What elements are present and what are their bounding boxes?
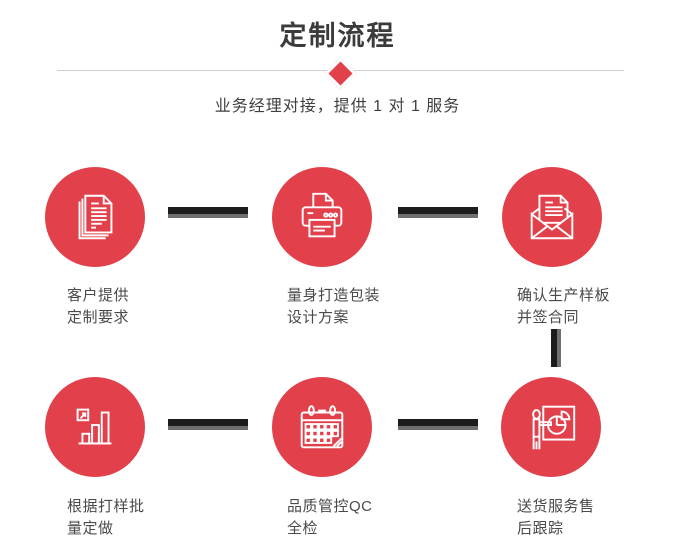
page-title: 定制流程 — [279, 21, 396, 51]
step-label-2-line1: 量身打造包装 — [287, 287, 381, 304]
subtitle: 业务经理对接，提供 1 对 1 服务 — [214, 98, 461, 115]
step-label-5: 品质管控QC 全检 — [287, 496, 373, 540]
connector-step2-step3 — [398, 207, 478, 218]
connector-step3-step6 — [551, 329, 561, 367]
step-label-2: 量身打造包装 设计方案 — [287, 285, 380, 329]
connector-step1-step2 — [168, 207, 248, 218]
step-label-1-line1: 客户提供 — [67, 287, 130, 304]
bar-chart-icon — [66, 398, 124, 456]
envelope-icon — [523, 188, 581, 246]
step-label-6: 送货服务售 后跟踪 — [517, 496, 595, 540]
step-circle-4 — [45, 377, 145, 477]
documents-icon — [66, 188, 124, 246]
step-label-5-line1: 品质管控QC — [287, 498, 373, 515]
step-label-4-line1: 根据打样批 — [67, 498, 145, 515]
step-circle-2 — [272, 167, 372, 267]
step-label-1: 客户提供 定制要求 — [67, 285, 129, 329]
step-label-1-line2: 定制要求 — [67, 309, 130, 326]
connector-step4-step5 — [168, 419, 248, 430]
calendar-icon — [293, 398, 351, 456]
step-label-5-line2: 全检 — [287, 520, 319, 537]
step-label-6-line2: 后跟踪 — [517, 520, 564, 537]
presentation-icon — [522, 398, 580, 456]
step-label-4: 根据打样批 量定做 — [67, 496, 145, 540]
diamond-icon — [324, 57, 357, 90]
connector-step5-step6 — [398, 419, 478, 430]
step-label-3-line2: 并签合同 — [517, 309, 580, 326]
step-circle-3 — [502, 167, 602, 267]
step-label-6-line1: 送货服务售 — [517, 498, 595, 515]
step-label-3: 确认生产样板 并签合同 — [517, 285, 610, 329]
step-label-4-line2: 量定做 — [67, 520, 114, 537]
step-circle-6 — [501, 377, 601, 477]
step-label-3-line1: 确认生产样板 — [517, 287, 611, 304]
printer-icon — [293, 188, 351, 246]
step-label-2-line2: 设计方案 — [287, 309, 350, 326]
step-circle-5 — [272, 377, 372, 477]
step-circle-1 — [45, 167, 145, 267]
